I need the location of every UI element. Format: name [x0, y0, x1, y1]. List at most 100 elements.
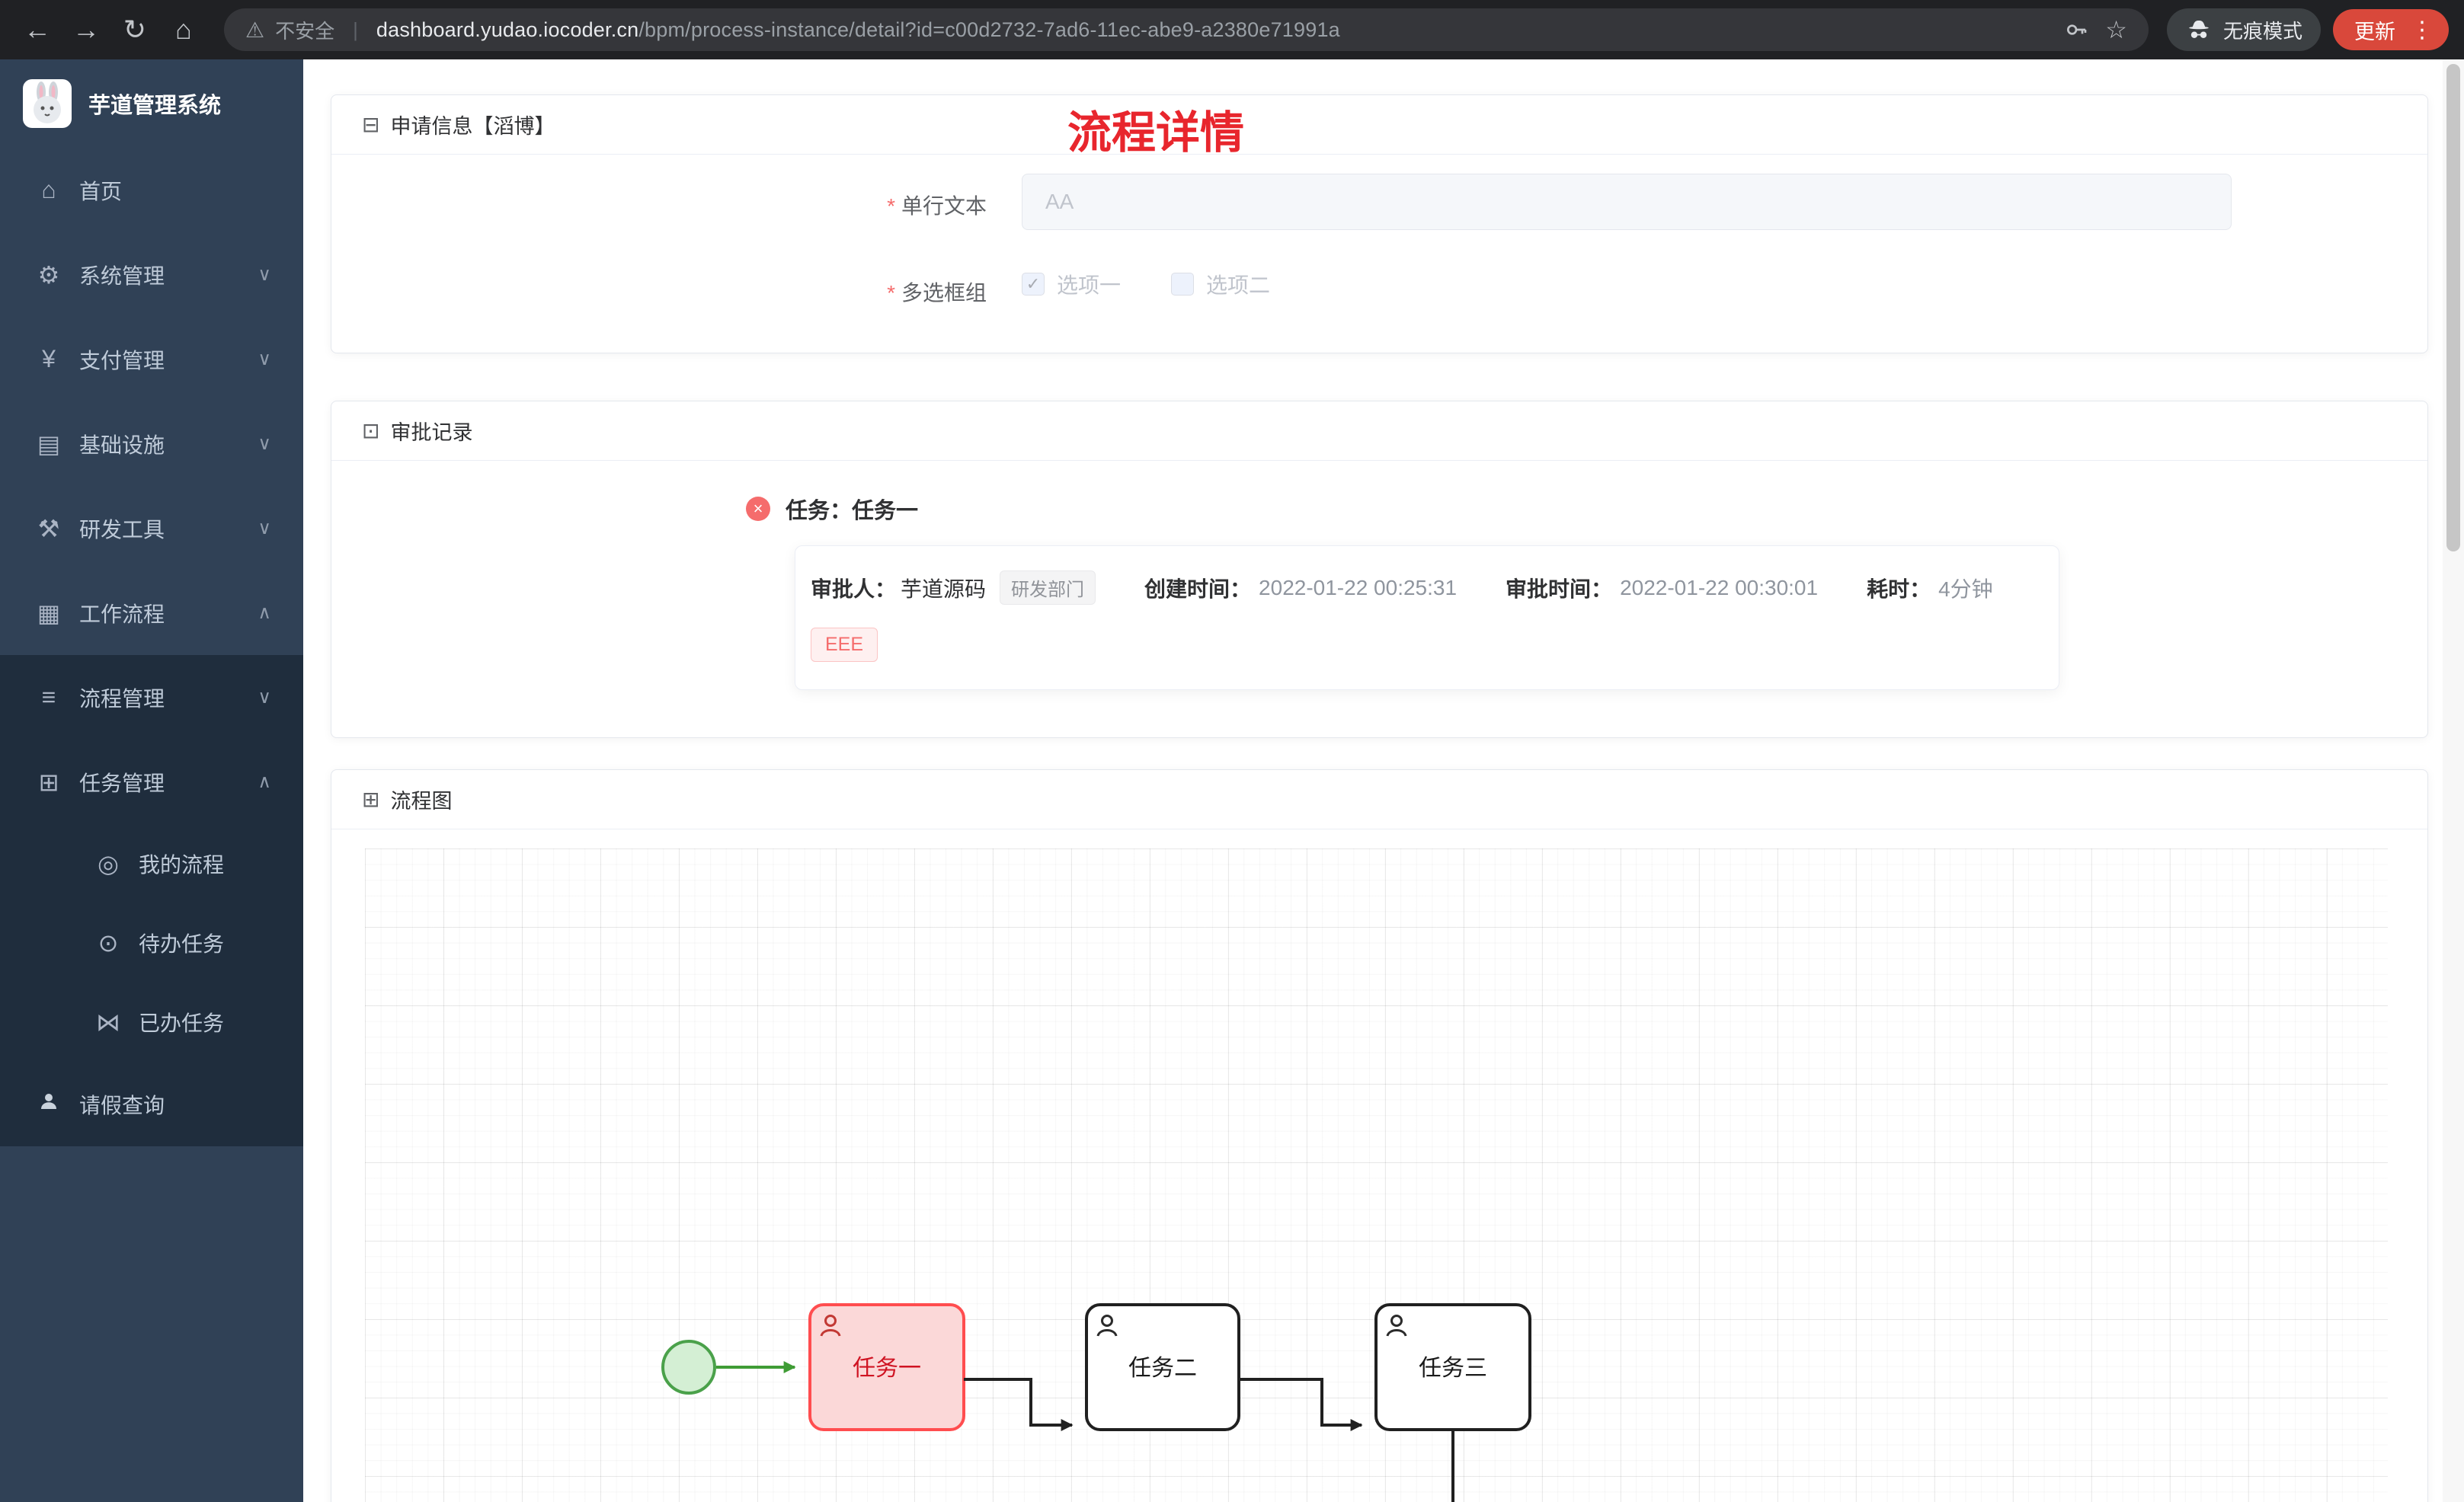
key-icon[interactable] — [2064, 18, 2088, 42]
task-node-1[interactable] — [808, 1303, 965, 1431]
task-node-3[interactable] — [1374, 1303, 1531, 1431]
update-label: 更新 — [2354, 20, 2395, 43]
chevron-up-icon: ∧ — [258, 772, 271, 792]
sidebar-item-system[interactable]: ⚙ 系统管理 ∨ — [0, 232, 303, 317]
approve-time-label: 审批时间： — [1506, 577, 1613, 601]
sidebar-item-home[interactable]: ⌂ 首页 — [0, 148, 303, 232]
update-button[interactable]: 更新 ⋮ — [2333, 9, 2449, 50]
task-node-2[interactable] — [1085, 1303, 1240, 1431]
address-bar[interactable]: ⚠ 不安全 | dashboard.yudao.iocoder.cn/bpm/p… — [224, 8, 2149, 51]
page-scrollbar — [2443, 59, 2464, 1502]
incognito-badge: 无痕模式 — [2166, 8, 2321, 51]
back-icon[interactable]: ← — [24, 14, 51, 45]
separator: | — [353, 18, 358, 41]
security-label: 不安全 — [275, 19, 335, 43]
my-process-icon: ◎ — [98, 850, 119, 877]
sidebar-item-label: 待办任务 — [139, 932, 225, 956]
process-list-icon: ≡ — [41, 683, 56, 711]
incognito-icon — [2189, 21, 2209, 38]
diagram-icon: ⊞ — [362, 788, 380, 811]
approver-label: 审批人： — [811, 577, 897, 601]
required-mark: * — [887, 194, 895, 218]
sidebar-item-done-tasks[interactable]: ⋈ 已办任务 — [0, 983, 303, 1062]
url-host: dashboard.yudao.iocoder.cn — [376, 18, 639, 41]
sidebar-item-label: 我的流程 — [139, 853, 225, 877]
approve-time-value: 2022-01-22 00:30:01 — [1620, 575, 1819, 599]
scrollbar-thumb[interactable] — [2446, 64, 2460, 551]
sidebar-item-label: 任务管理 — [79, 771, 165, 795]
sidebar-item-process-management[interactable]: ≡ 流程管理 ∨ — [0, 655, 303, 740]
sidebar-item-leave-query[interactable]: 请假查询 — [0, 1062, 303, 1146]
user-task-icon — [1096, 1315, 1118, 1337]
sidebar-item-label: 请假查询 — [79, 1093, 165, 1117]
chevron-down-icon: ∨ — [258, 518, 271, 538]
task-label: 任务一 — [853, 1356, 921, 1381]
checkbox-option2[interactable]: 选项二 — [1171, 269, 1270, 299]
sidebar: 芋道管理系统 ⌂ 首页 ⚙ 系统管理 ∨ ¥ 支付管理 ∨ ▤ 基础设施 ∨ ⚒… — [0, 59, 303, 1502]
sidebar-item-todo-tasks[interactable]: ⊙ 待办任务 — [0, 903, 303, 983]
home-icon[interactable]: ⌂ — [175, 14, 192, 45]
chevron-down-icon: ∨ — [258, 264, 271, 285]
checkbox-label: 选项二 — [1206, 273, 1271, 297]
single-line-text-input[interactable] — [1022, 174, 2232, 230]
label-text: 多选框组 — [901, 281, 987, 305]
page-title: 流程详情 — [1067, 108, 1245, 158]
chevron-up-icon: ∧ — [258, 602, 271, 623]
sidebar-item-my-process[interactable]: ◎ 我的流程 — [0, 824, 303, 903]
sidebar-item-label: 系统管理 — [79, 264, 165, 288]
sidebar-item-label: 研发工具 — [79, 517, 165, 542]
sidebar-item-label: 基础设施 — [79, 433, 165, 457]
document-icon: ⊟ — [362, 113, 380, 136]
approver-name: 芋道源码 — [901, 577, 987, 601]
sidebar-item-label: 首页 — [79, 179, 123, 203]
sidebar-item-label: 支付管理 — [79, 348, 165, 372]
checkbox-option1[interactable]: ✓ 选项一 — [1022, 269, 1121, 299]
apply-info-card: ⊟ 申请信息【滔博】 流程详情 *单行文本 *多选框组 ✓ 选项一 选项二 — [331, 94, 2428, 353]
app-logo[interactable]: 芋道管理系统 — [0, 59, 303, 148]
sidebar-item-dev-tools[interactable]: ⚒ 研发工具 ∨ — [0, 486, 303, 570]
record-icon: ⊡ — [362, 419, 380, 443]
task-label: 任务三 — [1419, 1356, 1487, 1381]
chevron-down-icon: ∨ — [258, 687, 271, 708]
done-icon: ⋈ — [96, 1008, 120, 1036]
sidebar-item-workflow[interactable]: ▦ 工作流程 ∧ — [0, 570, 303, 655]
reload-icon[interactable]: ↻ — [123, 14, 147, 45]
checkbox-group-label: *多选框组 — [331, 276, 1006, 307]
user-icon — [30, 1090, 67, 1119]
url-path: /bpm/process-instance/detail?id=c00d2732… — [638, 18, 1340, 41]
not-secure-icon: ⚠ — [245, 18, 265, 42]
sidebar-item-label: 已办任务 — [139, 1011, 225, 1035]
bookmark-star-icon[interactable]: ☆ — [2105, 16, 2127, 43]
infrastructure-icon: ▤ — [37, 430, 61, 458]
bpmn-canvas[interactable]: 任务一 任务二 任务三 — [365, 848, 2388, 1502]
sequence-flow-2-3 — [1239, 1378, 1363, 1431]
timeline-item: × 任务：任务一 — [746, 493, 918, 525]
approval-info-row: 审批人： 芋道源码 研发部门 创建时间： 2022-01-22 00:25:31… — [811, 570, 2043, 605]
diagram-card-header: ⊞ 流程图 — [331, 770, 2427, 829]
rabbit-logo-icon — [23, 79, 72, 128]
incognito-label: 无痕模式 — [2222, 19, 2302, 43]
checkbox-unchecked-icon — [1171, 273, 1195, 296]
payment-icon: ¥ — [42, 345, 56, 372]
sidebar-item-task-management[interactable]: ⊞ 任务管理 ∧ — [0, 740, 303, 824]
dept-tag: 研发部门 — [1000, 570, 1096, 605]
app-title: 芋道管理系统 — [88, 94, 222, 118]
checkbox-label: 选项一 — [1057, 273, 1122, 297]
task-error-icon: × — [746, 497, 770, 521]
create-time-value: 2022-01-22 00:25:31 — [1259, 575, 1458, 599]
sidebar-item-label: 工作流程 — [79, 602, 165, 626]
approval-record-card: ⊡ 审批记录 × 任务：任务一 审批人： 芋道源码 研发部门 创建时间： 202… — [331, 401, 2428, 738]
gear-icon: ⚙ — [37, 260, 60, 289]
label-text: 单行文本 — [901, 194, 987, 218]
process-diagram-card: ⊞ 流程图 — [331, 769, 2428, 1502]
sidebar-item-infrastructure[interactable]: ▤ 基础设施 ∨ — [0, 401, 303, 486]
start-event[interactable] — [661, 1340, 716, 1395]
chevron-down-icon: ∨ — [258, 349, 271, 369]
sidebar-item-payment[interactable]: ¥ 支付管理 ∨ — [0, 317, 303, 401]
menu-dots-icon[interactable]: ⋮ — [2411, 17, 2434, 43]
chevron-down-icon: ∨ — [258, 433, 271, 454]
text-field-label: *单行文本 — [331, 190, 1006, 220]
checkbox-checked-icon: ✓ — [1022, 273, 1045, 296]
forward-icon[interactable]: → — [72, 14, 100, 45]
approval-card-header: ⊡ 审批记录 — [331, 401, 2427, 461]
